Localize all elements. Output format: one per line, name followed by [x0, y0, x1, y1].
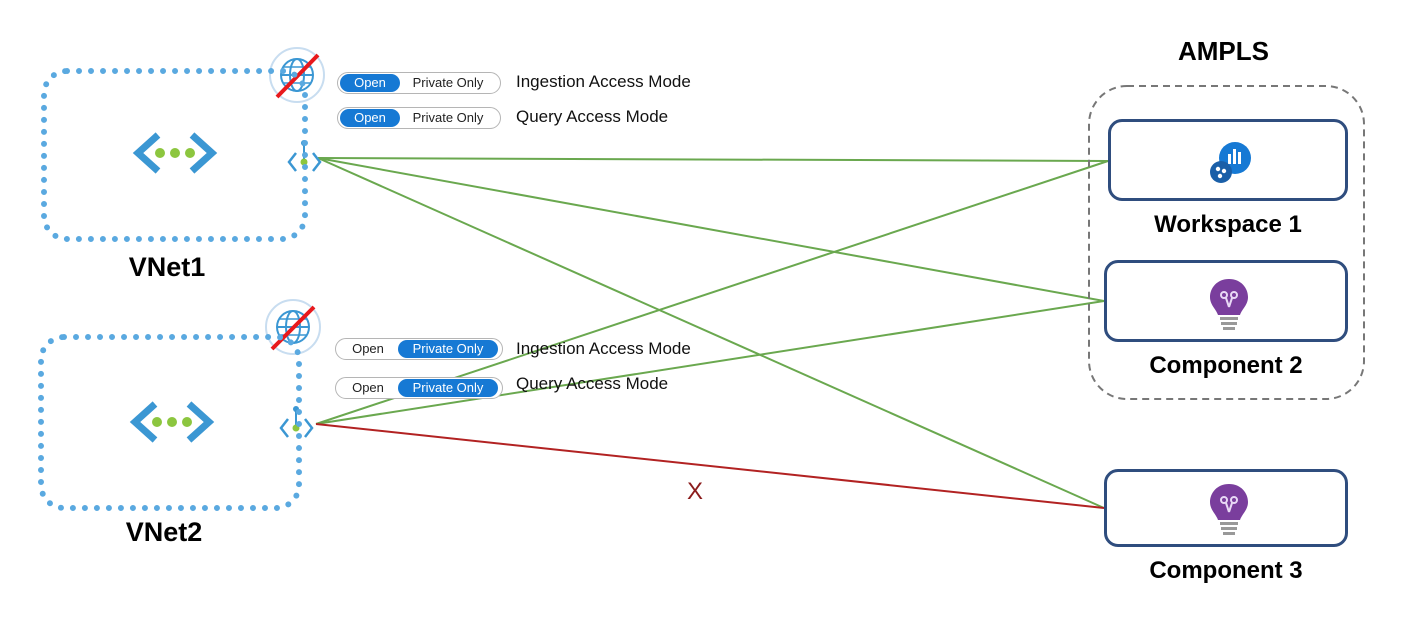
link-vnet1-workspace1	[317, 157, 1109, 162]
toggle-private-only-option[interactable]: Private Only	[412, 110, 484, 125]
component3-label: Component 3	[1149, 557, 1303, 584]
toggle-private-only-option[interactable]: Private Only	[398, 340, 498, 358]
application-insights-bulb-icon	[1210, 484, 1248, 535]
vnet1-ingestion-access-label: Ingestion Access Mode	[516, 72, 691, 91]
workspace1-label: Workspace 1	[1154, 211, 1302, 238]
vnet2-query-access-label: Query Access Mode	[516, 374, 669, 393]
vnet1-ingestion-access-toggle[interactable]: Open Private Only	[337, 72, 501, 94]
ampls-title: AMPLS	[1178, 36, 1269, 66]
vnet1-query-access-toggle[interactable]: Open Private Only	[337, 107, 501, 129]
toggle-open-option[interactable]: Open	[352, 380, 384, 395]
log-analytics-workspace-icon	[1210, 142, 1251, 183]
link-vnet2-component3-blocked	[315, 423, 1105, 509]
vnet2-box	[38, 334, 302, 511]
link-vnet2-component2	[315, 300, 1105, 425]
workspace1-box[interactable]	[1108, 119, 1348, 201]
vnet2-icon	[129, 401, 215, 443]
vnet2-ingestion-access-label: Ingestion Access Mode	[516, 339, 691, 358]
vnet1-query-access-label: Query Access Mode	[516, 107, 669, 126]
ampls-container	[1088, 85, 1365, 400]
vnet2-query-access-toggle[interactable]: Open Private Only	[335, 377, 503, 399]
component2-label: Component 2	[1149, 352, 1303, 379]
toggle-private-only-option[interactable]: Private Only	[398, 379, 498, 397]
link-vnet1-component2	[317, 157, 1105, 302]
toggle-open-option[interactable]: Open	[352, 341, 384, 356]
link-vnet1-component3	[317, 157, 1105, 509]
toggle-private-only-option[interactable]: Private Only	[412, 75, 484, 90]
vnet1-box	[41, 68, 308, 242]
toggle-open-option[interactable]: Open	[340, 109, 400, 127]
vnet1-label: VNet1	[128, 252, 206, 282]
vnet1-icon	[132, 132, 218, 174]
application-insights-bulb-icon	[1210, 279, 1248, 330]
vnet2-label: VNet2	[125, 517, 203, 547]
blocked-connection-marker: X	[687, 478, 704, 505]
vnet2-ingestion-access-toggle[interactable]: Open Private Only	[335, 338, 503, 360]
component3-box[interactable]	[1104, 469, 1348, 547]
toggle-open-option[interactable]: Open	[340, 74, 400, 92]
component2-box[interactable]	[1104, 260, 1348, 342]
